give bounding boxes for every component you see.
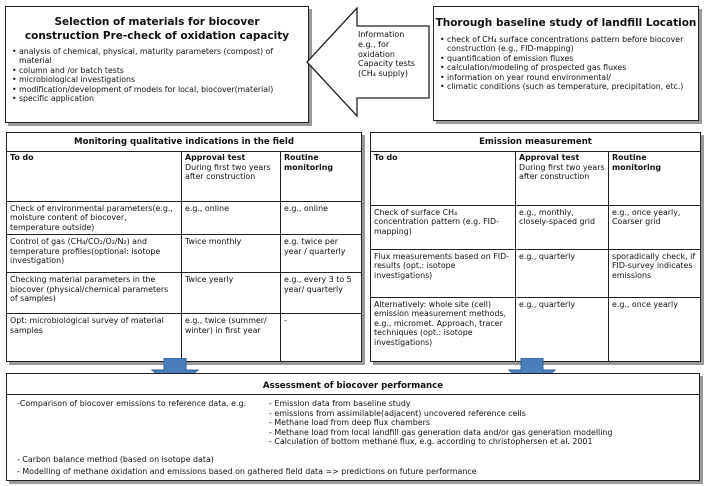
selection-list: analysis of chemical, physical, maturity… <box>6 47 308 104</box>
information-line: e.g., for <box>358 39 390 49</box>
table-row: Alternatively: whole site (cell) emissio… <box>371 296 700 361</box>
monitoring-routine-cell: e.g. twice per year / quarterly <box>280 234 361 274</box>
emission-col-routine: Routine monitoring <box>608 151 700 206</box>
emission-col-approval-label: Approval test <box>519 153 580 162</box>
monitoring-todo-cell: Control of gas (CH₄/CO₂/O₂/N₂) and tempe… <box>7 234 182 274</box>
baseline-item: climatic conditions (such as temperature… <box>440 82 694 92</box>
emission-routine-cell: e.g., once yearly <box>608 296 700 361</box>
baseline-title: Thorough baseline study of landfill Loca… <box>435 17 697 29</box>
emission-approval-cell: e.g., quarterly <box>515 296 609 361</box>
baseline-list: check of CH₄ surface concentrations patt… <box>434 35 698 92</box>
emission-title: Emission measurement <box>371 133 700 152</box>
information-line: Information <box>358 30 405 39</box>
baseline-box: Thorough baseline study of landfill Loca… <box>433 6 699 121</box>
assessment-title: Assessment of biocover performance <box>7 378 699 395</box>
emission-approval-cell: e.g., quarterly <box>515 248 609 298</box>
emission-box: Emission measurement To do Approval test… <box>370 132 701 362</box>
baseline-item: quantification of emission fluxes <box>440 54 694 64</box>
selection-title: Selection of materials for biocover cons… <box>24 16 290 42</box>
table-row: Control of gas (CH₄/CO₂/O₂/N₂) and tempe… <box>7 234 361 274</box>
monitoring-routine-cell: e.g., online <box>280 200 361 236</box>
emission-table: To do Approval test During first two yea… <box>371 151 700 361</box>
monitoring-col-routine: Routine monitoring <box>280 151 361 202</box>
assessment-carbon: - Carbon balance method (based on isotop… <box>17 455 214 464</box>
selection-item: column and /or batch tests <box>12 66 304 76</box>
information-line: oxidation <box>358 49 395 59</box>
monitoring-approval-cell: Twice monthly <box>181 234 281 274</box>
monitoring-approval-cell: e.g., twice (summer/ winter) in first ye… <box>181 313 281 362</box>
emission-routine-cell: e.g., once yearly, Coarser grid <box>608 204 700 250</box>
emission-approval-cell: e.g., monthly, closely-spaced grid <box>515 204 609 250</box>
monitoring-table: To do Approval test During first two yea… <box>7 151 361 362</box>
information-line: (CH₄ supply) <box>358 69 408 79</box>
information-arrow-shape <box>306 6 430 118</box>
assessment-reference-item: - Calculation of bottom methane flux, e.… <box>269 437 593 447</box>
emission-col-approval: Approval test During first two years aft… <box>515 151 609 206</box>
table-row: Opt: microbiological survey of material … <box>7 313 361 362</box>
information-text: Information e.g., for oxidation Capacity… <box>358 30 424 79</box>
assessment-modelling: - Modelling of methane oxidation and emi… <box>17 467 477 476</box>
assessment-box: Assessment of biocover performance -Comp… <box>6 373 700 481</box>
monitoring-approval-cell: Twice yearly <box>181 272 281 315</box>
monitoring-todo-cell: Check of environmental parameters(e.g., … <box>7 200 182 236</box>
table-row: Checking material parameters in the bioc… <box>7 272 361 315</box>
baseline-item: calculation/modeling of prospected gas f… <box>440 63 694 73</box>
emission-header-row: To do Approval test During first two yea… <box>371 151 700 206</box>
assessment-reference-item: - Methane load from local landfill gas g… <box>269 427 613 437</box>
selection-item: analysis of chemical, physical, maturity… <box>12 47 304 66</box>
monitoring-col-approval-sub: During first two years after constructio… <box>185 162 271 182</box>
monitoring-todo-cell: Opt: microbiological survey of material … <box>7 313 182 362</box>
monitoring-box: Monitoring qualitative indications in th… <box>6 132 362 362</box>
emission-col-approval-sub: During first two years after constructio… <box>519 162 605 182</box>
assessment-reference-item: - Emission data from baseline study <box>269 399 411 408</box>
selection-box: Selection of materials for biocover cons… <box>5 6 309 123</box>
assessment-comparison: -Comparison of biocover emissions to ref… <box>17 399 247 408</box>
table-row: Check of surface CH₄ concentration patte… <box>371 204 700 250</box>
assessment-reference-list: - Emission data from baseline study - em… <box>269 399 612 447</box>
table-row: Flux measurements based on FID-results (… <box>371 248 700 298</box>
emission-routine-cell: sporadically check, if FID-survey indica… <box>608 248 700 298</box>
selection-item: specific application <box>12 94 304 104</box>
emission-col-todo: To do <box>371 151 516 206</box>
monitoring-routine-cell: e.g., every 3 to 5 year/ quarterly <box>280 272 361 315</box>
selection-item: microbiological investigations <box>12 75 304 85</box>
information-line: Capacity tests <box>358 59 416 69</box>
monitoring-approval-cell: e.g., online <box>181 200 281 236</box>
monitoring-col-approval: Approval test During first two years aft… <box>181 151 281 202</box>
monitoring-routine-cell: - <box>280 313 361 362</box>
monitoring-col-approval-label: Approval test <box>185 153 246 162</box>
table-row: Check of environmental parameters(e.g., … <box>7 200 361 236</box>
selection-item: modification/development of models for l… <box>12 85 304 95</box>
baseline-item: information on year round environmental/ <box>440 73 694 83</box>
emission-todo-cell: Flux measurements based on FID-results (… <box>371 248 516 298</box>
monitoring-title: Monitoring qualitative indications in th… <box>7 133 361 152</box>
emission-todo-cell: Alternatively: whole site (cell) emissio… <box>371 296 516 361</box>
monitoring-col-todo: To do <box>7 151 182 202</box>
monitoring-todo-cell: Checking material parameters in the bioc… <box>7 272 182 315</box>
monitoring-header-row: To do Approval test During first two yea… <box>7 151 361 202</box>
emission-todo-cell: Check of surface CH₄ concentration patte… <box>371 204 516 250</box>
assessment-reference-item: - emissions from assimilable(adjacent) u… <box>269 408 526 418</box>
assessment-reference-item: - Methane load from deep flux chambers <box>269 418 431 428</box>
baseline-item: check of CH₄ surface concentrations patt… <box>440 35 694 54</box>
information-arrow <box>306 6 430 118</box>
